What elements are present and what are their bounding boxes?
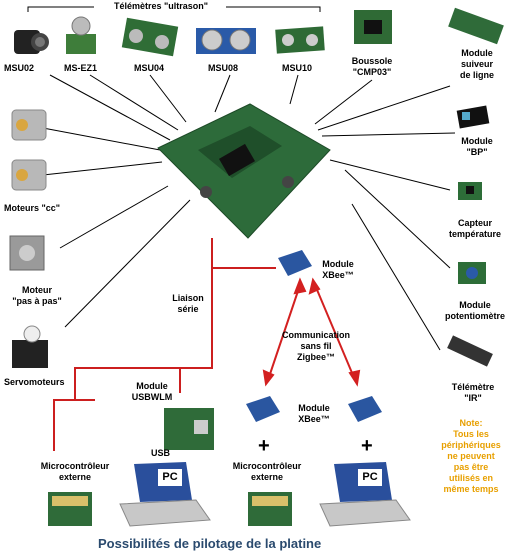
- stepper-motor-image: [9, 235, 45, 271]
- micro-mid-image: [248, 492, 292, 526]
- servo-motor-image: [12, 325, 48, 368]
- note-line6: utilisés en: [448, 473, 493, 483]
- serial-lines: [53, 238, 276, 451]
- wireless-label: Communication sans fil Zigbee™: [274, 330, 358, 363]
- ir-label-line2: "IR": [464, 393, 482, 403]
- msu04-label: MSU04: [134, 63, 165, 73]
- msu10-label: MSU10: [282, 63, 313, 73]
- usbwlm-board-image: [164, 408, 214, 450]
- xbee-top-label: Module XBee™: [316, 259, 360, 281]
- bp-label-line2: "BP": [466, 147, 488, 157]
- xbee-right-image: [348, 396, 382, 422]
- usbwlm-label-line2: USBWLM: [131, 392, 173, 402]
- compass-module-image: [354, 10, 392, 44]
- ir-label: Télémètre "IR": [440, 382, 506, 404]
- temperature-label-line1: Capteur: [457, 218, 492, 228]
- msu10-sensor-image: [275, 26, 325, 54]
- bp-module-label: Module "BP": [448, 136, 506, 158]
- micro-mid-label: Microcontrôleur externe: [222, 461, 312, 483]
- temperature-label: Capteur température: [440, 218, 510, 240]
- servo-label: Servomoteurs: [4, 377, 65, 387]
- micro-left-label: Microcontrôleur externe: [30, 461, 120, 483]
- compass-label: Boussole "CMP03": [344, 56, 400, 78]
- xbee-bottom-label: Module XBee™: [292, 403, 336, 425]
- msez1-sensor-image: [66, 16, 96, 54]
- wireless-label-line1: Communication: [281, 330, 350, 340]
- serial-label-line2: série: [177, 304, 199, 314]
- line-follower-label-line3: de ligne: [459, 70, 494, 80]
- wireless-label-line3: Zigbee™: [296, 352, 335, 362]
- bp-module-image: [456, 105, 490, 129]
- msu08-sensor-image: [196, 28, 256, 54]
- wireless-arrows: [262, 277, 361, 387]
- micro-left-label-line1: Microcontrôleur: [40, 461, 110, 471]
- usbwlm-label: Module USBWLM: [124, 381, 180, 403]
- usb-label: USB: [151, 448, 171, 458]
- xbee-bottom-label-line2: XBee™: [298, 414, 330, 424]
- dc-motor-1-image: [11, 109, 47, 141]
- potentiometer-label-line1: Module: [459, 300, 491, 310]
- wireless-label-line2: sans fil: [300, 341, 332, 351]
- compass-label-line1: Boussole: [351, 56, 393, 66]
- potentiometer-label-line2: potentiomètre: [444, 311, 505, 321]
- msez1-label: MS-EZ1: [64, 63, 98, 73]
- pc-right-label: PC: [362, 471, 378, 483]
- line-follower-image: [448, 7, 504, 45]
- bp-label-line1: Module: [461, 136, 493, 146]
- micro-mid-label-line1: Microcontrôleur: [232, 461, 302, 471]
- micro-left-label-line2: externe: [58, 472, 92, 482]
- note-line2: Tous les: [453, 429, 489, 439]
- plus-left: +: [258, 435, 270, 457]
- page-title: Possibilités de pilotage de la platine: [98, 536, 322, 551]
- potentiometer-module-image: [458, 262, 486, 284]
- ultrasonic-group-label: Télémètres "ultrason": [113, 1, 209, 11]
- compass-label-line2: "CMP03": [352, 67, 392, 77]
- xbee-top-label-line1: Module: [322, 259, 354, 269]
- msu02-label: MSU02: [4, 63, 35, 73]
- leader-lines: [42, 74, 456, 351]
- ir-sensor-image: [447, 335, 493, 367]
- note-line3: périphériques: [441, 440, 501, 450]
- xbee-bottom-label-line1: Module: [298, 403, 330, 413]
- dc-motor-2-image: [11, 159, 47, 191]
- stepper-label-line1: Moteur: [22, 285, 52, 295]
- xbee-left-image: [246, 396, 280, 422]
- header-brace: [27, 6, 321, 12]
- line-follower-label: Module suiveur de ligne: [448, 48, 506, 81]
- msu02-sensor-image: [14, 30, 49, 54]
- micro-mid-label-line2: externe: [250, 472, 284, 482]
- ir-label-line1: Télémètre: [451, 382, 495, 392]
- pc-right-image: [319, 462, 411, 527]
- serial-label-line1: Liaison: [172, 293, 204, 303]
- note-line7: même temps: [443, 484, 499, 494]
- xbee-top-image: [278, 250, 312, 276]
- pc-left-image: [119, 462, 211, 527]
- micro-left-image: [48, 492, 92, 526]
- stepper-label-line2: "pas à pas": [12, 296, 62, 306]
- note-line1: Note:: [459, 418, 483, 428]
- line-follower-label-line1: Module: [461, 48, 493, 58]
- pc-left-label: PC: [162, 471, 178, 483]
- main-board-image: [157, 103, 331, 239]
- note-line4: ne peuvent: [447, 451, 495, 461]
- msu08-label: MSU08: [208, 63, 239, 73]
- temperature-label-line2: température: [448, 229, 502, 239]
- plus-right: +: [361, 435, 373, 457]
- note-line5: pas être: [453, 462, 489, 472]
- xbee-top-label-line2: XBee™: [322, 270, 354, 280]
- dc-motors-label: Moteurs "cc": [4, 203, 61, 213]
- msu04-sensor-image: [121, 17, 179, 57]
- usbwlm-label-line1: Module: [136, 381, 168, 391]
- line-follower-label-line2: suiveur: [460, 59, 493, 69]
- serial-label: Liaison série: [166, 293, 210, 315]
- note-block: Note: Tous les périphériques ne peuvent …: [434, 418, 508, 495]
- stepper-label: Moteur "pas à pas": [2, 285, 72, 307]
- potentiometer-label: Module potentiomètre: [440, 300, 510, 322]
- temperature-sensor-image: [458, 182, 482, 200]
